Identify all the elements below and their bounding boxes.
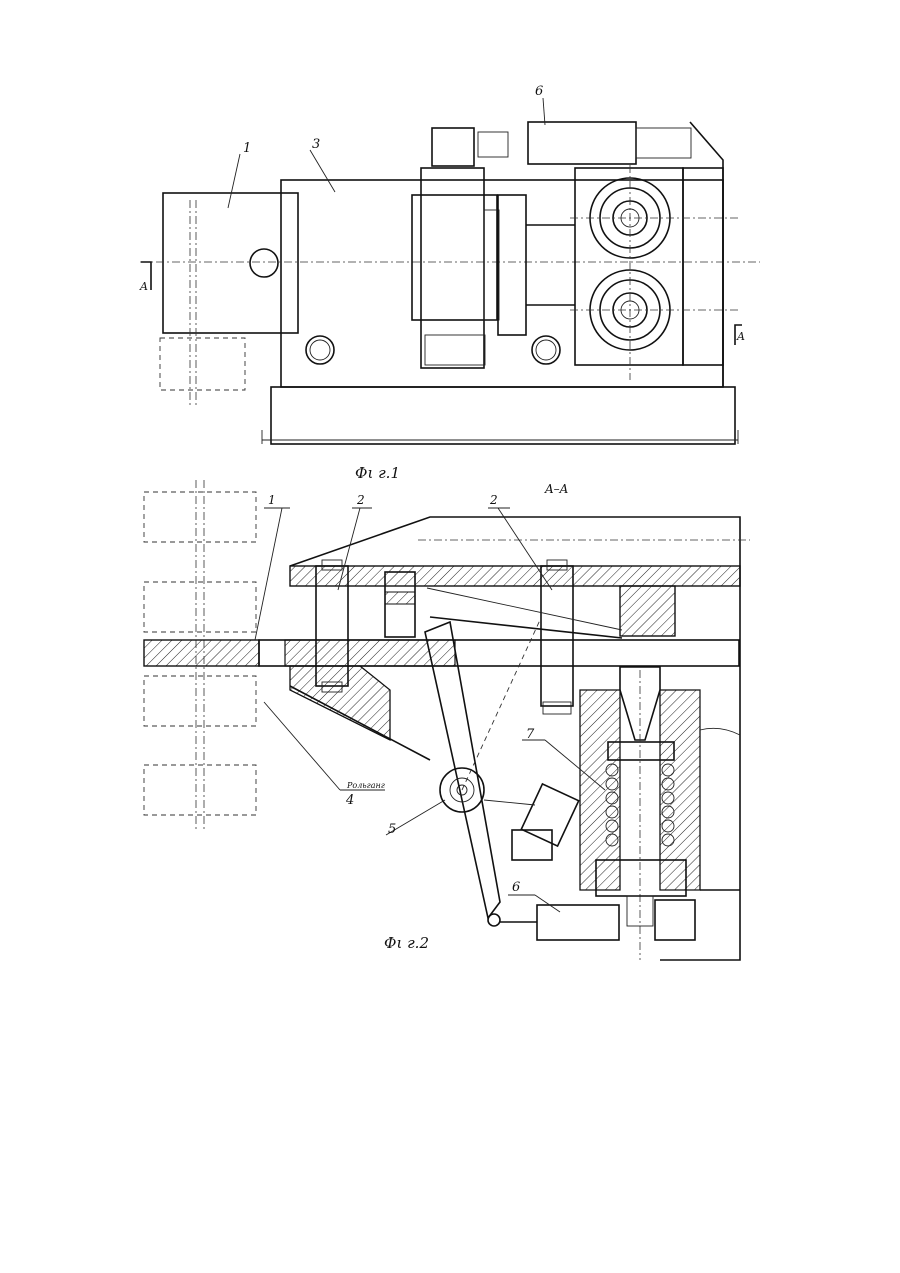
fig2-label-5: 5	[388, 822, 396, 837]
fig2-lower-block	[290, 666, 390, 740]
fig1-label-6: 6	[535, 84, 543, 99]
fig1-cylinder-6	[528, 122, 636, 164]
fig2-label-7: 7	[526, 727, 535, 742]
fig2-roll-ghost-2	[144, 582, 256, 632]
fig1-workpiece-ghost-1	[160, 338, 245, 390]
fig1-hole	[250, 249, 278, 277]
fig1-clamp-block	[421, 168, 484, 368]
figure-2	[144, 480, 750, 960]
fig2-sensor	[521, 784, 578, 846]
fig2-section-title: A–A	[544, 482, 569, 496]
fig1-section-label-right: A	[736, 330, 745, 343]
fig1-right-housing	[690, 122, 723, 387]
fig2-label-2a: 2	[356, 493, 365, 507]
fig1-label-3: 3	[312, 137, 320, 152]
fig2-label-rolls: Рольганг	[346, 781, 385, 790]
fig2-roll-ghost-3	[144, 676, 256, 726]
fig2-cylinder-6	[537, 905, 619, 940]
fig1-body	[281, 180, 723, 387]
figure-1-caption: Фι г.1	[355, 464, 400, 482]
fig2-label-2b: 2	[489, 493, 498, 507]
fig2-pin-right	[541, 566, 573, 706]
fig1-label-1: 1	[243, 141, 251, 156]
figure-2-caption: Фι г.2	[384, 934, 429, 952]
fig2-label-6: 6	[512, 880, 520, 895]
fig2-roll-ghost-4	[144, 765, 256, 815]
fig1-base-plate	[271, 387, 735, 444]
figure-1	[140, 98, 760, 444]
fig2-workpiece	[144, 640, 259, 666]
fig1-roller-housing	[575, 168, 683, 365]
fig2-roll-ghost-1	[144, 492, 256, 542]
fig2-label-4: 4	[345, 793, 354, 808]
fig2-label-1: 1	[268, 493, 276, 507]
fig1-section-label-left: A	[139, 280, 148, 293]
fig2-upper-plate	[290, 566, 740, 586]
